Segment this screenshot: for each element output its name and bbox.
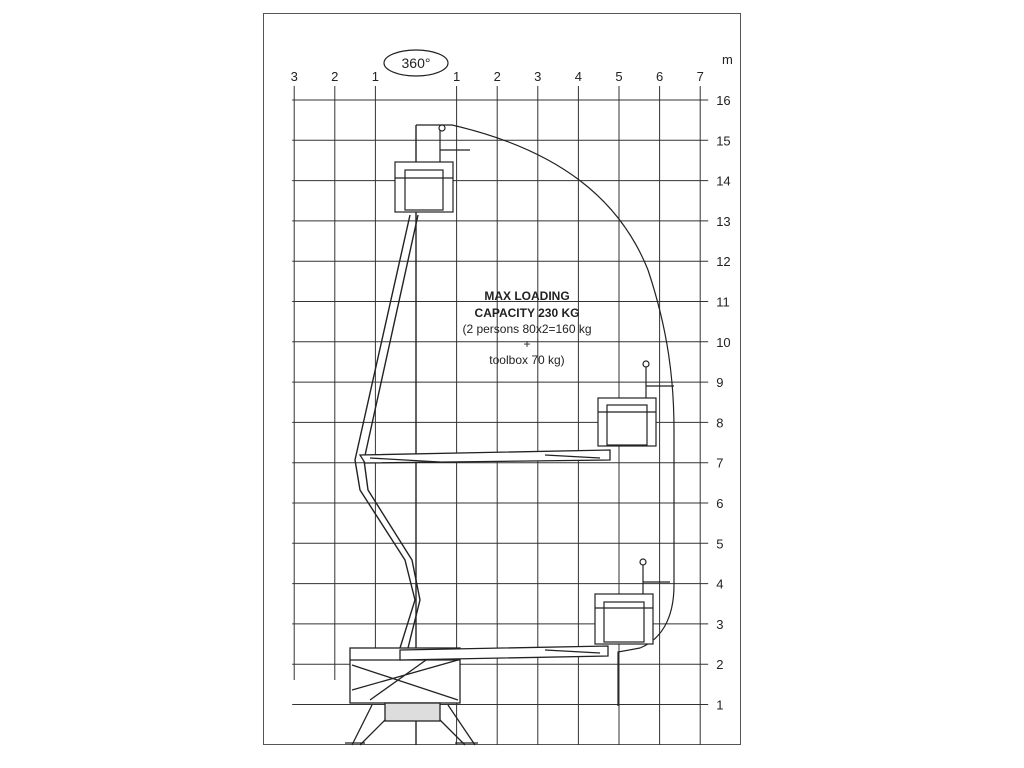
vertical-tick-label: 11 [716, 295, 730, 310]
horizontal-tick-label: 6 [656, 69, 663, 84]
capacity-line-1: MAX LOADING [484, 289, 569, 303]
vertical-tick-label: 5 [716, 536, 723, 551]
platform-low-reach [594, 558, 670, 645]
vertical-tick-label: 1 [716, 698, 723, 713]
capacity-line-5: toolbox 70 kg) [489, 353, 564, 367]
horizontal-tick-label: 7 [697, 69, 704, 84]
horizontal-axis: 3 2 1 1 2 3 4 5 6 7 [291, 69, 704, 84]
vertical-tick-label: 14 [716, 174, 730, 189]
horizontal-tick-label: 1 [453, 69, 460, 84]
vertical-tick-label: 16 [716, 93, 730, 108]
horizontal-tick-label: 4 [575, 69, 582, 84]
vertical-tick-label: 9 [716, 375, 723, 390]
capacity-line-3: (2 persons 80x2=160 kg [462, 322, 591, 336]
horizontal-tick-label: 1 [372, 69, 379, 84]
platform-max-height [394, 124, 470, 213]
vertical-tick-label: 8 [716, 415, 723, 430]
working-envelope [416, 124, 675, 706]
vertical-tick-label: 7 [716, 456, 723, 471]
horizontal-tick-label: 2 [331, 69, 338, 84]
vertical-tick-label: 2 [716, 657, 723, 672]
boom-mid-reach [358, 449, 611, 464]
vertical-tick-label: 10 [716, 335, 730, 350]
capacity-line-2: CAPACITY 230 KG [475, 306, 580, 320]
vertical-axis: 16 15 14 13 12 11 10 9 8 7 6 5 4 3 2 1 [716, 93, 730, 713]
boom-max-height [354, 214, 421, 649]
unit-label: m [722, 52, 733, 67]
rotation-label: 360° [402, 55, 431, 71]
horizontal-tick-label: 2 [494, 69, 501, 84]
vertical-tick-label: 15 [716, 133, 730, 148]
horizontal-tick-label: 3 [291, 69, 298, 84]
grid [292, 86, 709, 745]
capacity-note: MAX LOADING CAPACITY 230 KG (2 persons 8… [462, 289, 591, 367]
vertical-tick-label: 12 [716, 254, 730, 269]
machine-base [345, 647, 478, 746]
horizontal-tick-label: 3 [534, 69, 541, 84]
capacity-line-4: + [523, 337, 530, 351]
vertical-tick-label: 13 [716, 214, 730, 229]
platform-mid-reach [597, 360, 674, 447]
boom-low-reach [399, 645, 609, 661]
vertical-tick-label: 4 [716, 577, 723, 592]
rotation-indicator: 360° [383, 49, 449, 77]
vertical-tick-label: 6 [716, 496, 723, 511]
horizontal-tick-label: 5 [615, 69, 622, 84]
diagram-frame [263, 13, 741, 745]
vertical-tick-label: 3 [716, 617, 723, 632]
